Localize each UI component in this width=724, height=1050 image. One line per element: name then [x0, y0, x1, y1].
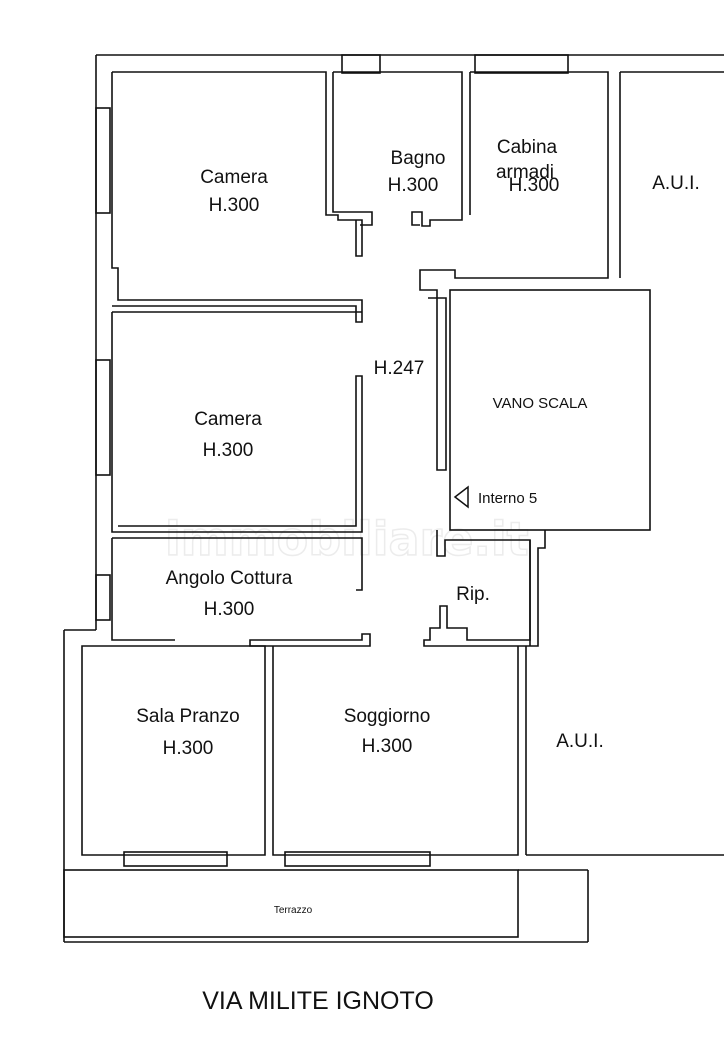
- label-cabina-name-1: Cabina: [497, 137, 558, 158]
- label-vano-scala: VANO SCALA: [493, 395, 588, 412]
- label-sala-pranzo-name: Sala Pranzo: [136, 706, 240, 727]
- window-top-cabina: [474, 54, 569, 74]
- label-interno: Interno 5: [478, 490, 537, 507]
- street-name: VIA MILITE IGNOTO: [202, 987, 434, 1015]
- wall-sala-pranzo: [81, 645, 266, 856]
- label-corridor-height: H.247: [374, 358, 425, 379]
- wall-ripostiglio: [423, 530, 546, 647]
- label-kitchen-height: H.300: [204, 599, 255, 620]
- label-soggiorno-name: Soggiorno: [344, 706, 431, 727]
- wall-soggiorno: [272, 646, 519, 856]
- window-left-kitchen: [95, 574, 111, 621]
- window-sala-pranzo: [123, 851, 228, 867]
- wall-camera-1: [112, 71, 363, 257]
- label-sala-pranzo-height: H.300: [163, 738, 214, 759]
- label-aui-bottom: A.U.I.: [556, 731, 604, 752]
- wall-terrazzo: [63, 869, 519, 938]
- label-camera-2-height: H.300: [203, 440, 254, 461]
- wall-kitchen: [112, 537, 363, 591]
- label-cabina-height: H.300: [509, 175, 560, 196]
- label-soggiorno-height: H.300: [362, 736, 413, 757]
- window-top-bagno: [341, 54, 381, 74]
- label-camera-1-name: Camera: [200, 167, 268, 188]
- label-bagno-name: Bagno: [391, 148, 446, 169]
- label-terrazzo: Terrazzo: [274, 905, 313, 916]
- label-camera-1-height: H.300: [209, 195, 260, 216]
- window-soggiorno: [284, 851, 431, 867]
- label-cabina-name-2: armadi: [496, 162, 554, 183]
- label-aui-top: A.U.I.: [652, 173, 700, 194]
- walls: [63, 54, 724, 943]
- label-camera-2-name: Camera: [194, 409, 262, 430]
- label-kitchen-name: Angolo Cottura: [166, 568, 293, 589]
- window-left-camera-1: [95, 107, 111, 214]
- wall-cabina: [419, 71, 609, 471]
- window-left-camera-2: [95, 359, 111, 476]
- label-bagno-height: H.300: [388, 175, 439, 196]
- watermark: immobiliare.it: [165, 512, 529, 566]
- wall-vano-scala: [449, 289, 651, 531]
- label-ripostiglio: Rip.: [456, 584, 490, 605]
- wall-bagno: [333, 71, 463, 227]
- wall-camera-2: [111, 312, 363, 533]
- entrance-arrow-icon: [453, 485, 469, 509]
